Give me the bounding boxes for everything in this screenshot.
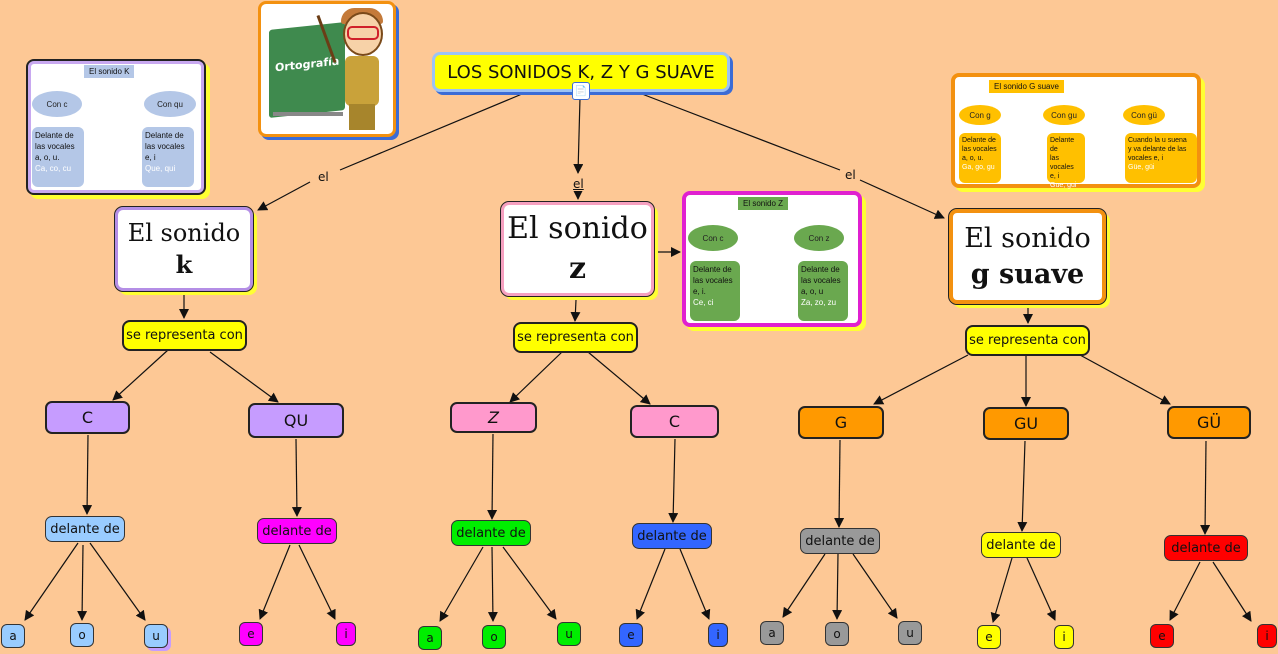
- heading-line: El sonido: [127, 219, 241, 247]
- teacher-legs: [349, 104, 375, 130]
- delante-node[interactable]: delante de: [257, 518, 337, 544]
- vowel-node[interactable]: i: [1054, 625, 1074, 649]
- vowel-node[interactable]: u: [144, 624, 168, 648]
- mini-g-oval: Con gü: [1123, 105, 1165, 125]
- vowel-node[interactable]: i: [1257, 624, 1277, 648]
- chalkboard-illustration: Ortografía: [269, 22, 345, 118]
- mini-g-tag: El sonido G suave: [989, 80, 1064, 93]
- heading-sound: g suave: [970, 258, 1085, 290]
- heading-sound: z: [568, 251, 587, 286]
- represent-node-z[interactable]: se representa con: [513, 322, 638, 353]
- vowel-node[interactable]: e: [239, 622, 263, 646]
- teacher-glasses: [347, 26, 379, 40]
- letter-node-z[interactable]: Z: [450, 402, 537, 433]
- letter-node-g[interactable]: G: [798, 406, 884, 439]
- main-title: LOS SONIDOS K, Z Y G SUAVE: [447, 61, 715, 83]
- heading-sound: k: [175, 250, 193, 279]
- delante-node[interactable]: delante de: [1164, 535, 1248, 561]
- document-link-icon[interactable]: 📄: [572, 82, 590, 100]
- heading-sonido-z[interactable]: El sonido z: [500, 201, 655, 297]
- heading-sonido-g[interactable]: El sonido g suave: [948, 208, 1107, 305]
- letter-node-qu[interactable]: QU: [248, 403, 344, 438]
- heading-line: El sonido: [964, 222, 1091, 254]
- letter-node-gu[interactable]: GU: [983, 407, 1069, 440]
- mini-z-oval: Con z: [794, 225, 844, 251]
- delante-node[interactable]: delante de: [632, 523, 712, 549]
- mini-k-oval: Con qu: [144, 91, 196, 117]
- mini-z-tag: El sonido Z: [738, 197, 789, 210]
- mini-g-oval: Con g: [959, 105, 1001, 125]
- vowel-node[interactable]: o: [825, 622, 849, 646]
- mini-k-tag: El sonido K: [84, 65, 135, 78]
- delante-node[interactable]: delante de: [45, 516, 125, 542]
- vowel-node[interactable]: u: [898, 621, 922, 645]
- vowel-node[interactable]: e: [1150, 624, 1174, 648]
- mini-k-oval: Con c: [32, 91, 82, 117]
- connector-label-el: el: [316, 170, 331, 184]
- vowel-node[interactable]: e: [977, 625, 1001, 649]
- vowel-node[interactable]: a: [1, 624, 25, 648]
- connector-label-el: el: [843, 168, 858, 182]
- vowel-node[interactable]: i: [336, 622, 356, 646]
- vowel-node[interactable]: o: [70, 623, 94, 647]
- represent-node-k[interactable]: se representa con: [122, 320, 247, 351]
- teacher-head: [343, 12, 383, 56]
- connector-label-el: el: [571, 177, 586, 191]
- vowel-node[interactable]: a: [418, 626, 442, 650]
- represent-node-g[interactable]: se representa con: [965, 325, 1090, 356]
- easel-legs: [273, 112, 343, 116]
- image-caption: Ortografía: [275, 54, 340, 75]
- delante-node[interactable]: delante de: [800, 528, 880, 554]
- heading-sonido-k[interactable]: El sonido k: [114, 206, 254, 292]
- letter-node-gue[interactable]: GÜ: [1167, 406, 1251, 439]
- vowel-node[interactable]: o: [482, 625, 506, 649]
- letter-node-c-z[interactable]: C: [630, 405, 719, 438]
- delante-node[interactable]: delante de: [981, 532, 1061, 558]
- vowel-node[interactable]: u: [557, 622, 581, 646]
- heading-line: El sonido: [507, 211, 648, 246]
- vowel-node[interactable]: i: [708, 623, 728, 647]
- mini-z-oval: Con c: [688, 225, 738, 251]
- delante-node[interactable]: delante de: [451, 520, 531, 546]
- letter-node-c[interactable]: C: [45, 401, 130, 434]
- teacher-body: [345, 56, 379, 106]
- mini-diagram-g[interactable]: El sonido G suave Con g Con gu Con gü De…: [951, 73, 1201, 189]
- vowel-node[interactable]: e: [619, 623, 643, 647]
- ortografia-image: Ortografía: [258, 1, 396, 137]
- vowel-node[interactable]: a: [760, 621, 784, 645]
- mini-g-oval: Con gu: [1043, 105, 1085, 125]
